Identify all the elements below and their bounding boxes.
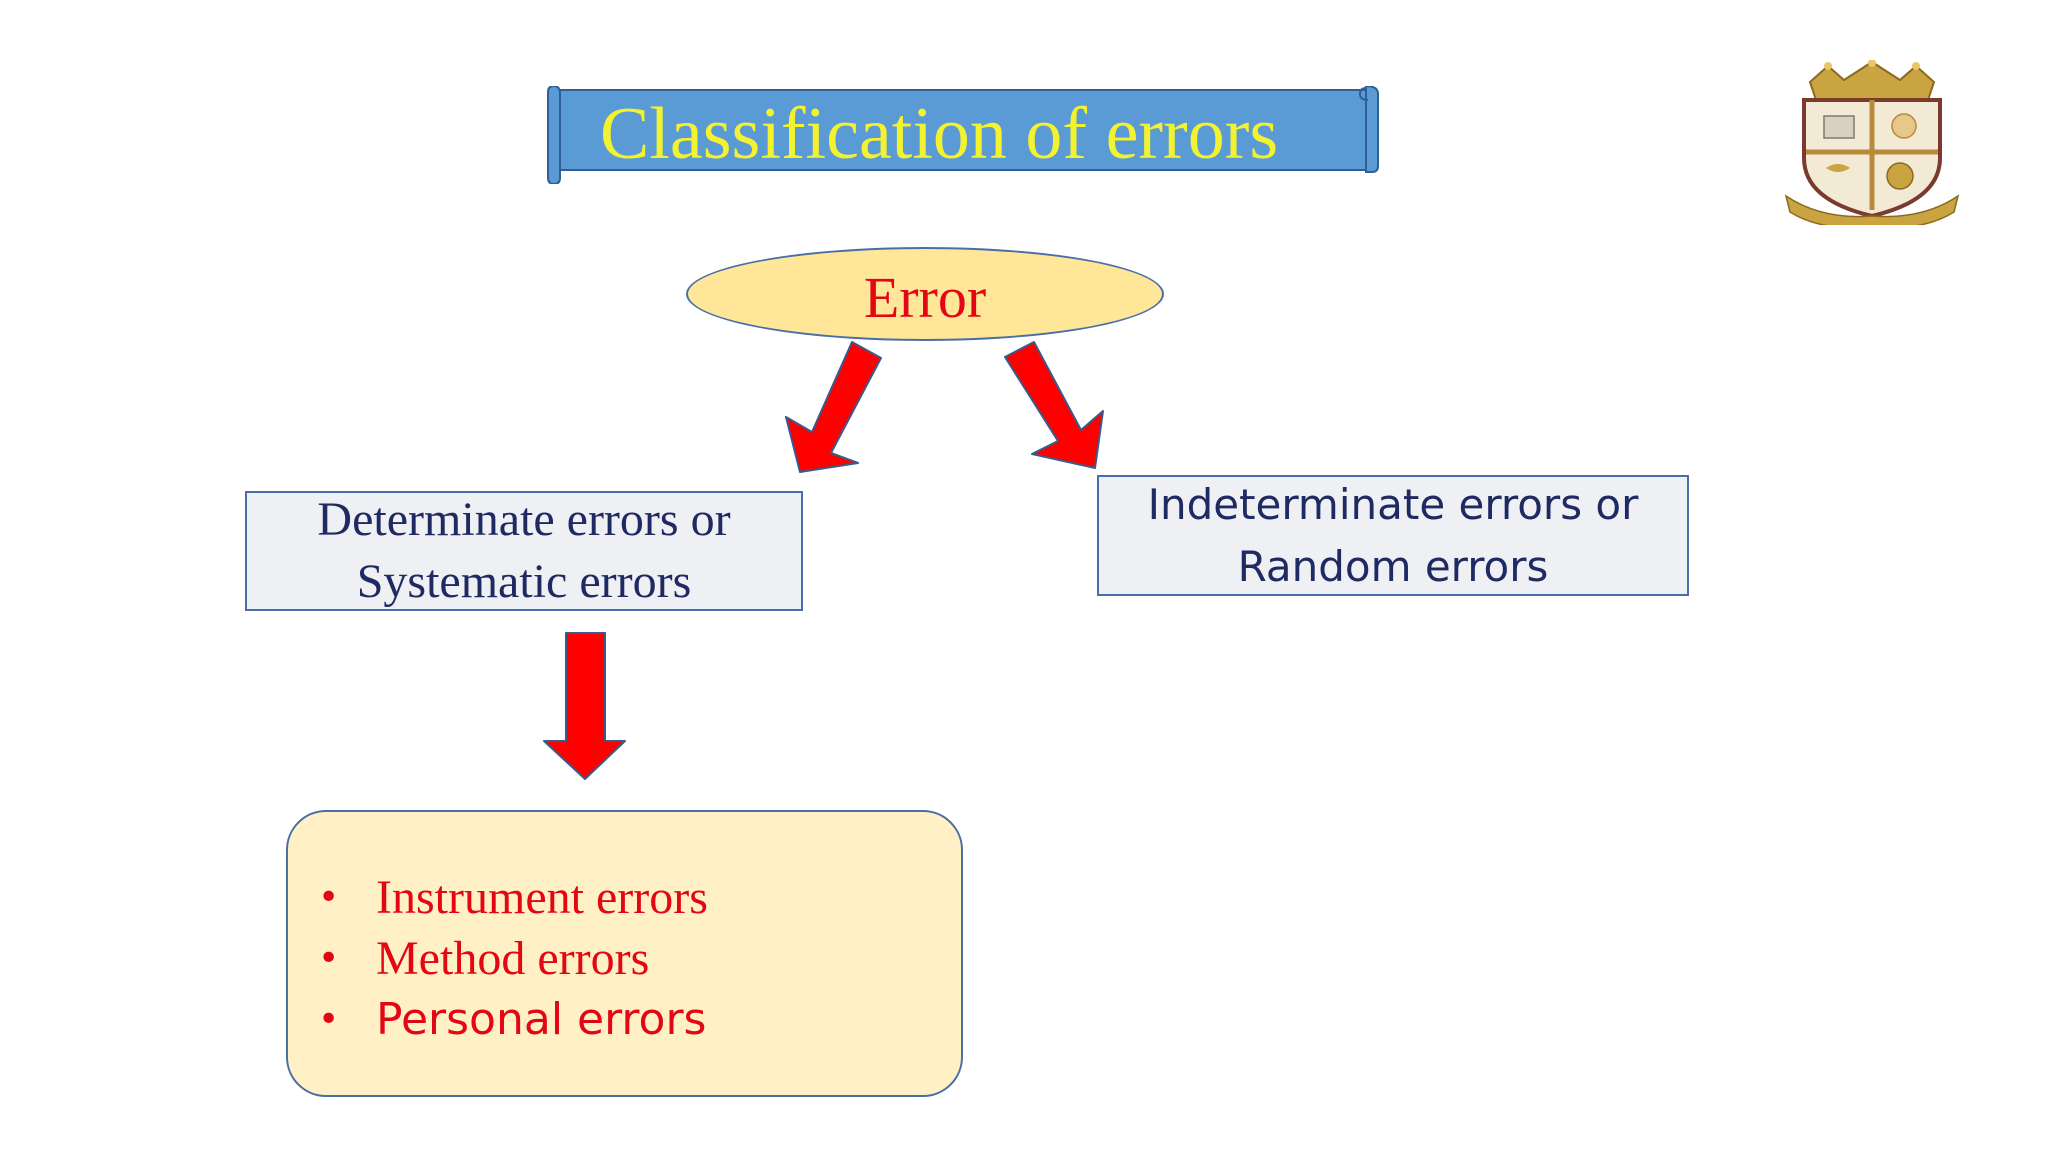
bullet-icon: • (318, 877, 340, 918)
type-instrument-errors: Instrument errors (376, 871, 708, 924)
arrow-down-icon (543, 632, 626, 780)
scroll-banner-shape (547, 86, 1379, 184)
type-personal-errors: Personal errors (376, 994, 707, 1045)
bullet-icon: • (318, 999, 340, 1040)
title-banner: Classification of errors (544, 86, 1382, 184)
determinate-types-box: • Instrument errors • Method errors • Pe… (286, 810, 963, 1097)
error-root-node: Error (686, 247, 1164, 341)
bullet-icon: • (318, 938, 340, 979)
determinate-errors-box: Determinate errors or Systematic errors (245, 491, 803, 611)
college-crest-icon (1782, 59, 1962, 229)
indeterminate-line-2: Random errors (1237, 541, 1549, 591)
error-root-label: Error (863, 265, 987, 330)
arrow-down-left-icon (785, 341, 882, 473)
indeterminate-errors-box: Indeterminate errors or Random errors (1097, 475, 1689, 596)
determinate-line-1: Determinate errors or (317, 493, 731, 546)
type-method-errors: Method errors (376, 932, 650, 985)
determinate-line-2: Systematic errors (356, 555, 692, 608)
arrow-down-right-icon (1004, 341, 1104, 469)
slide-title: Classification of errors (600, 93, 1279, 175)
indeterminate-line-1: Indeterminate errors or (1147, 479, 1639, 529)
